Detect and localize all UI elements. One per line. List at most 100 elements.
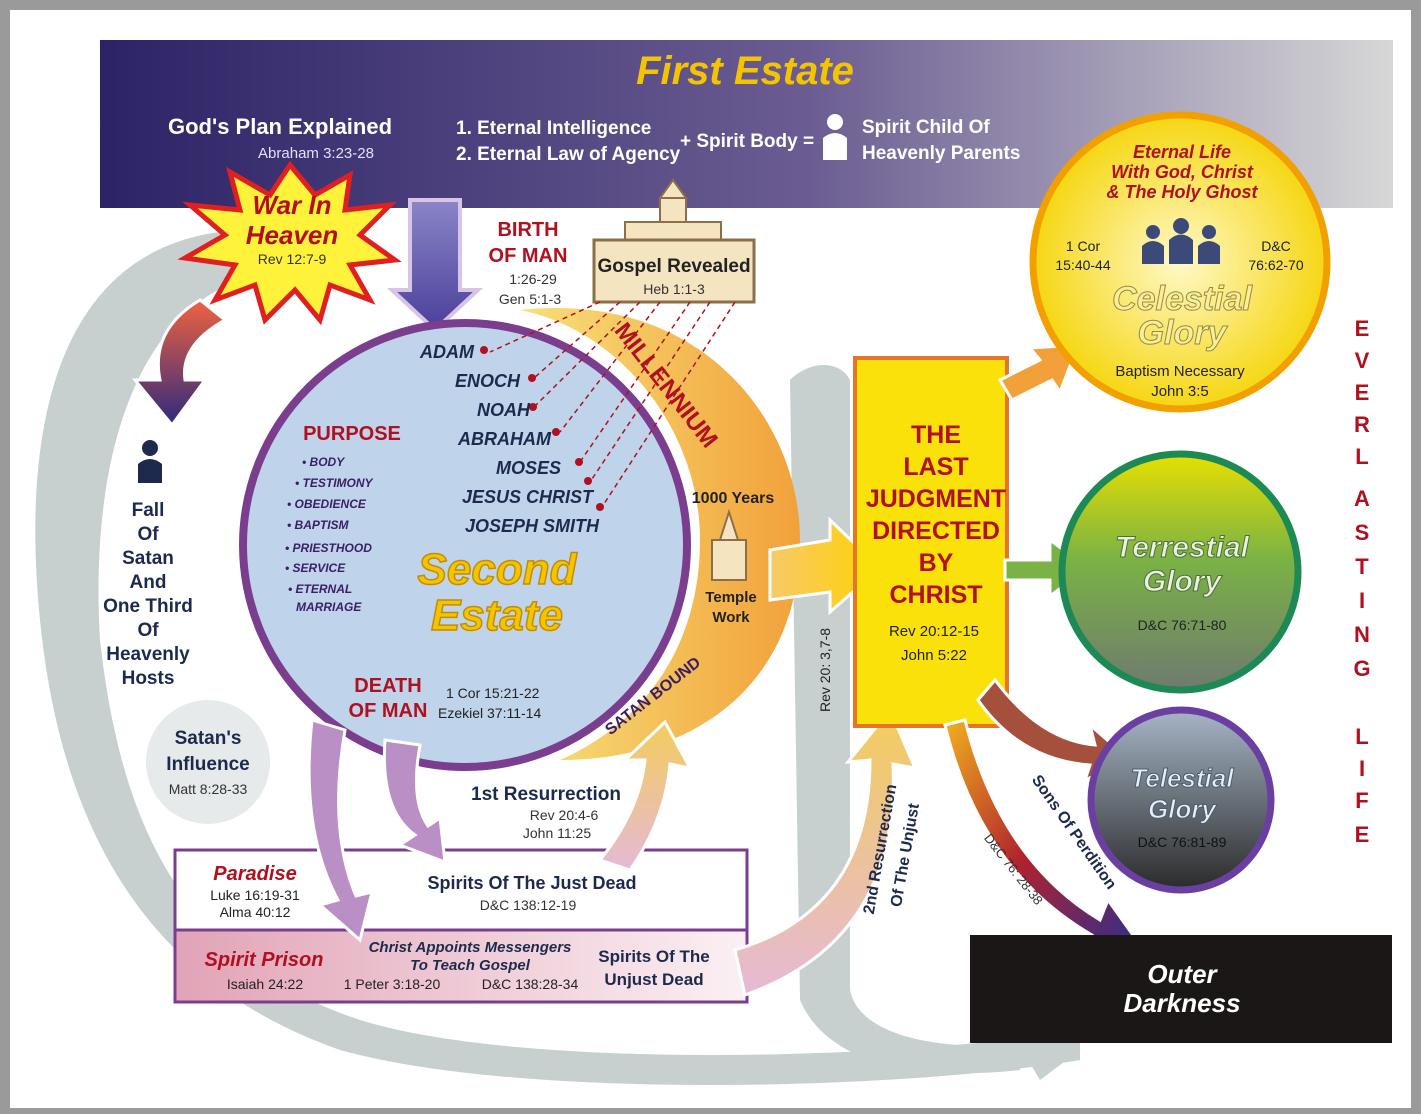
left-gray-band — [35, 230, 1080, 1085]
gospel-title: Gospel Revealed — [597, 256, 750, 277]
terrestial-line-2: Glory — [1143, 565, 1223, 598]
spirit-child-icon — [823, 114, 847, 160]
death-line-2: OF MAN — [349, 700, 428, 722]
judgment-ref-1: Rev 20:12-15 — [889, 623, 979, 640]
plan-title: God's Plan Explained — [168, 114, 392, 139]
birth-ref-2: Gen 5:1-3 — [499, 291, 561, 307]
celestial-baptism: Baptism Necessary — [1115, 363, 1245, 380]
rev-vertical: Rev 20: 3,7-8 — [817, 628, 833, 712]
spirit-child-line-2: Heavenly Parents — [862, 143, 1020, 164]
celestial-baptism-ref: John 3:5 — [1151, 383, 1209, 400]
spirit-child-line-1: Spirit Child Of — [862, 117, 990, 138]
celestial-ref-l2: 15:40-44 — [1055, 257, 1110, 273]
prophet-enoch: ENOCH — [455, 371, 521, 391]
purpose-item: • SERVICE — [285, 561, 346, 575]
everlasting-letter: S — [1355, 520, 1370, 545]
gospel-revealed-box — [592, 238, 756, 304]
everlasting-letter: E — [1355, 380, 1370, 405]
prophet-jesus-christ: JESUS CHRIST — [462, 487, 595, 507]
war-ref: Rev 12:7-9 — [258, 251, 327, 267]
paradise-title: Paradise — [213, 863, 296, 885]
purpose-title: PURPOSE — [303, 423, 401, 445]
satan-influence-ref: Matt 8:28-33 — [169, 781, 248, 797]
celestial-ref-r2: 76:62-70 — [1248, 257, 1303, 273]
terrestial-glory-circle — [1058, 450, 1302, 694]
death-to-prison-arrow — [307, 718, 375, 943]
header-down-arrow — [386, 198, 484, 333]
fall-text: Fall Of Satan And One Third Of Heavenly … — [103, 500, 193, 689]
death-line-1: DEATH — [354, 675, 421, 697]
judgment-line: BY — [919, 549, 954, 577]
godhead-figures-icon — [1142, 218, 1220, 264]
celestial-top-2: With God, Christ — [1111, 162, 1254, 182]
last-judgment-box — [853, 356, 1009, 728]
satan-influence-1: Satan's — [175, 728, 242, 749]
first-resurrection-title: 1st Resurrection — [471, 784, 621, 805]
paradise-box — [173, 848, 749, 932]
first-resurrection-arrow — [597, 719, 693, 872]
purpose-item: • OBEDIENCE — [287, 497, 367, 511]
celestial-top-3: & The Holy Ghost — [1106, 182, 1258, 202]
everlasting-letter: F — [1355, 788, 1368, 813]
second-estate-line-1: Second — [418, 545, 578, 594]
temple-icon — [711, 508, 747, 581]
prison-title: Spirit Prison — [205, 949, 324, 971]
purpose-item: • BAPTISM — [287, 518, 350, 532]
everlasting-letter: T — [1355, 554, 1369, 579]
everlasting-letter: V — [1355, 348, 1370, 373]
judgment-line: JUDGMENT — [866, 485, 1006, 513]
terrestial-line-1: Terrestial — [1115, 531, 1250, 564]
spirit-body-text: + Spirit Body = — [680, 131, 814, 152]
birth-line-2: OF MAN — [489, 245, 568, 267]
everlasting-letter: N — [1354, 622, 1370, 647]
prophet-noah: NOAH — [477, 400, 531, 420]
birth-ref-1: 1:26-29 — [509, 271, 557, 287]
fall-word-6: Of — [137, 620, 159, 641]
fall-word-8: Hosts — [122, 668, 175, 689]
celestial-line-2: Glory — [1138, 314, 1229, 352]
second-estate-circle — [239, 319, 691, 771]
fallen-figure-icon — [138, 440, 162, 483]
telestial-line-1: Telestial — [1130, 763, 1234, 793]
judgment-line: THE — [911, 421, 961, 449]
first-resurrection-ref-2: John 11:25 — [523, 825, 591, 841]
fall-word-3: Satan — [122, 548, 174, 569]
fall-word-5: One Third — [103, 596, 193, 617]
war-line-1: War In — [253, 190, 332, 220]
fall-word-2: Of — [137, 524, 159, 545]
first-estate-title: First Estate — [636, 49, 854, 93]
everlasting-letter: R — [1354, 412, 1370, 437]
celestial-ref-r1: D&C — [1261, 238, 1291, 254]
prison-ref-2: 1 Peter 3:18-20 — [344, 976, 441, 992]
death-ref-1: 1 Cor 15:21-22 — [446, 685, 540, 701]
prophet-moses: MOSES — [496, 458, 561, 478]
celestial-ref-l1: 1 Cor — [1066, 238, 1101, 254]
death-ref-2: Ezekiel 37:11-14 — [438, 705, 541, 721]
intel-line-2: 2. Eternal Law of Agency — [456, 144, 681, 165]
fall-word-7: Heavenly — [106, 644, 190, 665]
everlasting-letter: I — [1359, 588, 1365, 613]
war-line-2: Heaven — [246, 220, 339, 250]
terrestial-ref: D&C 76:71-80 — [1138, 617, 1227, 633]
unjust-line-1: Spirits Of The — [598, 947, 709, 966]
fall-word-1: Fall — [132, 500, 165, 521]
satan-influence-2: Influence — [166, 754, 249, 775]
purpose-item: • TESTIMONY — [295, 476, 374, 490]
judgment-text: THE LAST JUDGMENT DIRECTED BY CHRIST — [866, 421, 1006, 609]
everlasting-letter: A — [1354, 486, 1370, 511]
prison-ref-1: Isaiah 24:22 — [227, 976, 303, 992]
messengers-line-2: To Teach Gospel — [410, 957, 531, 974]
telestial-line-2: Glory — [1148, 794, 1217, 824]
judgment-line: DIRECTED — [872, 517, 1000, 545]
everlasting-letter: E — [1355, 316, 1370, 341]
war-in-heaven-burst — [177, 160, 402, 326]
prophets-list: ADAM ENOCH NOAH ABRAHAM MOSES JESUS CHRI… — [419, 342, 600, 536]
paradise-ref-2: Alma 40:12 — [220, 904, 291, 920]
everlasting-letter: L — [1355, 724, 1368, 749]
everlasting-letter: E — [1355, 822, 1370, 847]
paradise-ref-1: Luke 16:19-31 — [210, 887, 300, 903]
messengers-line-1: Christ Appoints Messengers — [369, 939, 572, 956]
outer-darkness-box — [970, 935, 1392, 1043]
prophet-dots — [480, 346, 604, 511]
